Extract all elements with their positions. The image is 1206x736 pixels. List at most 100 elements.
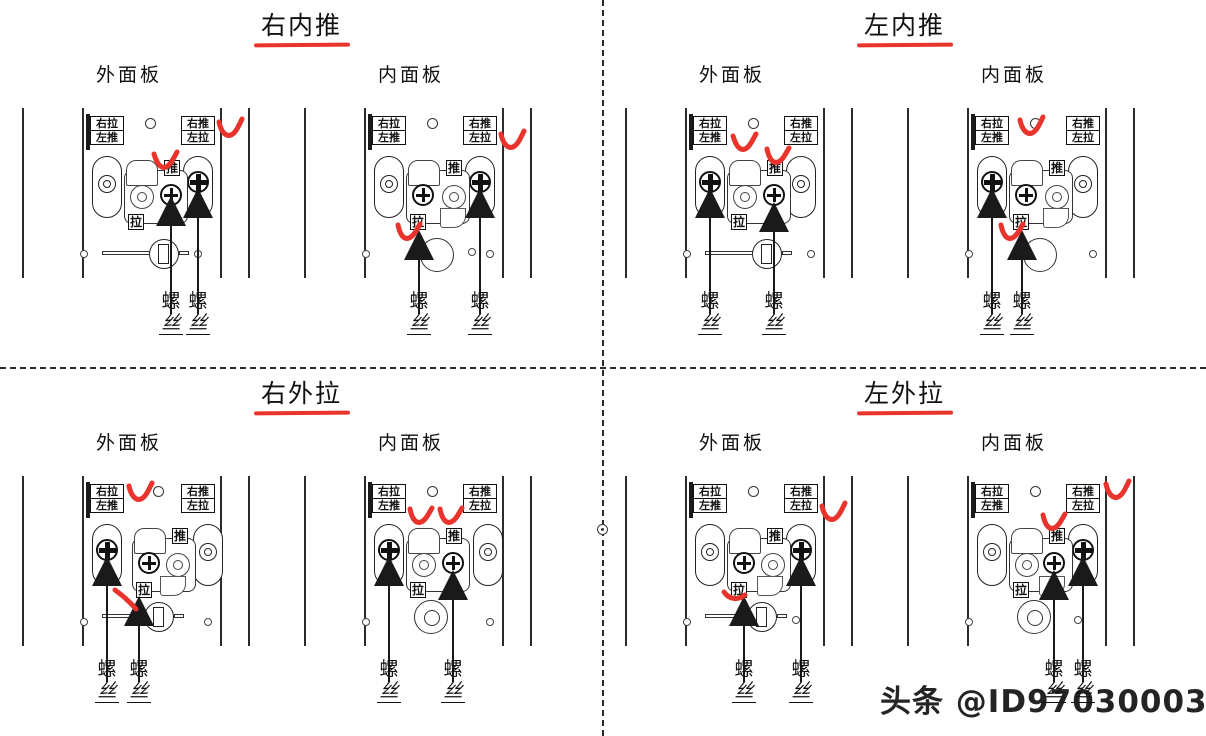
cam-ring: [1045, 185, 1069, 209]
screw-caption: 螺 丝: [1066, 658, 1100, 703]
pointer-arrow-icon: [183, 188, 213, 218]
frame-rail: [967, 476, 969, 646]
frame-rail: [967, 108, 969, 278]
latch-ring: [1017, 600, 1051, 634]
cam-ring: [733, 185, 757, 209]
screw-head-right: [187, 171, 209, 193]
frame-rail: [823, 108, 825, 278]
screw-caption: 螺 丝: [181, 290, 215, 335]
screw-collar: [468, 248, 476, 256]
pointer-stem: [1021, 258, 1024, 314]
screw-caption: 螺 丝: [757, 290, 791, 335]
divider-center-marker-icon: [597, 524, 608, 535]
frame-rail: [851, 476, 853, 646]
frame-rail: [851, 108, 853, 278]
screw-caption: 螺 丝: [693, 290, 727, 335]
pointer-stem: [991, 216, 994, 314]
cam-ring: [130, 185, 154, 209]
quadrant-left-inner-push: 左内推 外面板 内面板 右拉 左推 右推 左拉: [603, 0, 1206, 368]
mount-hole: [427, 486, 438, 497]
mount-hole-small: [362, 250, 370, 258]
quadrant-title-text: 左内推: [863, 11, 945, 40]
screw-head-cam: [1015, 184, 1037, 206]
watermark-text: 头条 @ID97030003: [880, 684, 1206, 720]
frame-rail: [220, 108, 222, 278]
mount-hole-small: [807, 250, 815, 258]
direction-label-right: 右推 左拉: [784, 484, 818, 513]
latch-bar: [705, 251, 753, 255]
quadrant-left-outer-pull: 左外拉 外面板 内面板 右拉 左推 右推 左拉: [603, 368, 1206, 736]
mount-hole: [145, 118, 156, 129]
direction-label-left: 右拉 左推: [975, 484, 1009, 513]
cam-ring: [412, 553, 436, 577]
cam-tail: [1043, 208, 1069, 228]
direction-label-right: 右推 左拉: [181, 116, 215, 145]
push-label: 推: [446, 528, 463, 544]
cam-ring: [166, 553, 190, 577]
red-check-mark: [437, 505, 465, 525]
screw-caption: 螺 丝: [1005, 290, 1039, 335]
pointer-stem: [773, 230, 776, 314]
quadrant-title: 左内推: [603, 6, 1206, 48]
frame-rail: [502, 108, 504, 278]
plate-tab: [86, 482, 90, 518]
mount-hole: [1030, 486, 1041, 497]
panel-inner: 右拉 左推 右推 左拉 推 拉: [290, 108, 580, 358]
screw-head-cam: [412, 184, 434, 206]
panel-inner: 右拉 左推 右推 左拉 推 拉: [290, 476, 580, 726]
direction-label-left: 右拉 左推: [975, 116, 1009, 145]
screw-caption: 螺 丝: [463, 290, 497, 335]
panel-caption-inner: 内面板: [981, 64, 1048, 86]
pointer-arrow-icon: [759, 202, 789, 232]
latch-ring: [414, 600, 448, 634]
screw-caption: 螺 丝: [1037, 658, 1071, 703]
quadrant-title-text: 左外拉: [863, 379, 945, 408]
frame-rail: [248, 108, 250, 278]
pointer-arrow-icon: [977, 188, 1007, 218]
panel-inner: 右拉 左推 右推 左拉 推 拉: [893, 476, 1183, 726]
cam-flap: [1011, 528, 1043, 554]
mount-hole-small: [965, 618, 973, 626]
mount-hole-small: [683, 250, 691, 258]
frame-rail: [22, 476, 24, 646]
push-label: 推: [767, 528, 784, 544]
cam-flap: [408, 160, 440, 186]
pointer-stem: [106, 584, 109, 682]
oval-slot-left: [374, 156, 404, 218]
push-label: 推: [1049, 528, 1066, 544]
quadrant-title: 右外拉: [0, 374, 603, 416]
panel-caption-inner: 内面板: [378, 432, 445, 454]
frame-rail: [530, 108, 532, 278]
cam-flap: [126, 160, 158, 186]
mount-hole: [427, 118, 438, 129]
frame-rail: [502, 476, 504, 646]
direction-label-left: 右拉 左推: [90, 484, 124, 513]
direction-label-left: 右拉 左推: [90, 116, 124, 145]
pointer-stem: [743, 624, 746, 682]
screw-caption: 螺 丝: [90, 658, 124, 703]
cam-ring: [761, 553, 785, 577]
push-label: 推: [172, 528, 189, 544]
frame-rail: [625, 108, 627, 278]
cam-tail: [757, 576, 783, 596]
frame-rail: [364, 476, 366, 646]
frame-rail: [248, 476, 250, 646]
screw-head-cam: [733, 552, 755, 574]
frame-rail: [82, 476, 84, 646]
pointer-arrow-icon: [374, 556, 404, 586]
slot-hole-left: [380, 175, 398, 193]
slot-hole-right: [1074, 175, 1092, 193]
pointer-stem: [138, 624, 141, 682]
frame-rail: [907, 476, 909, 646]
pointer-stem: [388, 584, 391, 682]
direction-label-left: 右拉 左推: [693, 116, 727, 145]
quadrant-title-text: 右外拉: [260, 379, 342, 408]
panel-inner: 右拉 左推 右推 左拉 推 拉: [893, 108, 1183, 358]
mount-hole-small: [683, 618, 691, 626]
pointer-arrow-icon: [124, 596, 154, 626]
slot-hole-right: [199, 543, 217, 561]
direction-label-right: 右推 左拉: [463, 484, 497, 513]
cam-tail: [160, 576, 186, 596]
cam-flap: [729, 160, 761, 186]
red-check-mark: [730, 131, 759, 152]
